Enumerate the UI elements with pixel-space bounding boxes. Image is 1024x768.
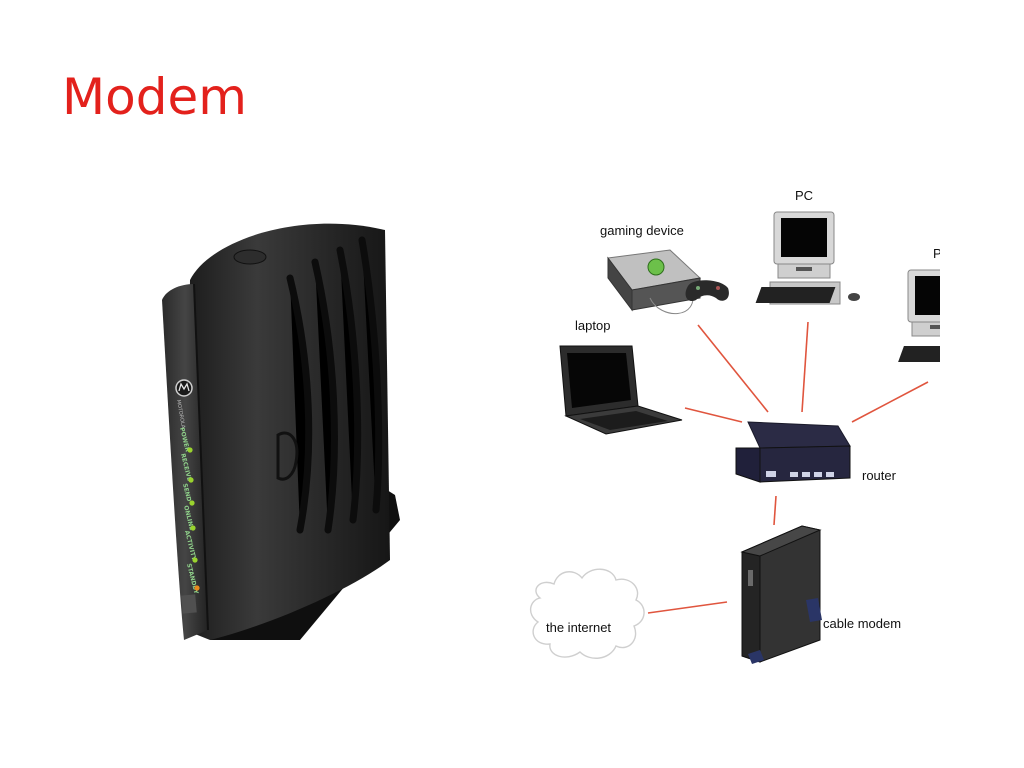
led-label-send: SEND	[181, 483, 192, 503]
label-laptop: laptop	[575, 318, 610, 333]
cable-modem-icon	[740, 525, 822, 664]
receive-led	[188, 477, 194, 483]
label-pc-top: PC	[795, 188, 813, 203]
link-internet-modem	[647, 601, 728, 614]
activity-led	[192, 557, 198, 563]
network-diagram: PC PC gaming device laptop	[530, 188, 940, 664]
label-internet: the internet	[546, 620, 611, 635]
label-router: router	[862, 468, 897, 483]
label-cable-modem: cable modem	[823, 616, 901, 631]
label-gaming-device: gaming device	[600, 223, 684, 238]
link-pc-top-router	[801, 321, 809, 413]
pc-top-icon	[755, 211, 860, 305]
send-led	[189, 500, 195, 506]
network-links	[647, 321, 929, 614]
link-pc-right-router	[851, 381, 929, 423]
standby-led	[194, 585, 200, 591]
gaming-console-icon	[607, 249, 729, 314]
cable-modem-photo: MOTOROLA POWER RECEIVE SEND ONLINE ACTIV…	[162, 223, 400, 640]
link-gaming-router	[697, 324, 769, 413]
brand-text: MOTOROLA	[175, 399, 186, 429]
label-pc-right: PC	[933, 246, 940, 261]
pc-right-icon	[898, 269, 940, 362]
laptop-icon	[559, 345, 683, 435]
power-led	[187, 447, 193, 453]
link-laptop-router	[684, 407, 743, 423]
link-router-modem	[773, 495, 777, 526]
online-led	[190, 525, 196, 531]
modem-front-panel	[162, 284, 208, 640]
router-icon	[735, 421, 851, 483]
internet-cloud-icon	[530, 568, 645, 659]
slide-title: Modem	[62, 68, 247, 126]
